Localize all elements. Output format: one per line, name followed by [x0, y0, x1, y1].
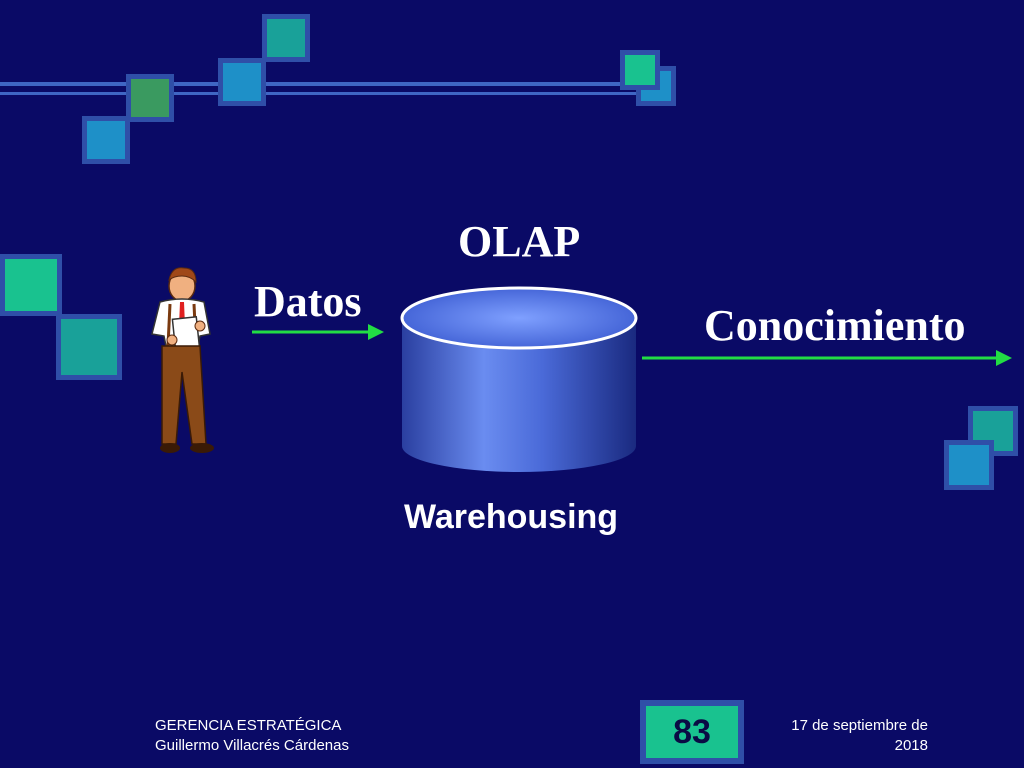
warehousing-label: Warehousing [404, 498, 619, 536]
decor-line-top [0, 82, 660, 86]
datos-arrow-icon [252, 324, 384, 340]
footer-author: Guillermo Villacrés Cárdenas [155, 737, 349, 754]
decor-square [126, 74, 174, 122]
person-figure-icon [151, 267, 214, 453]
page-number-box: 83 [640, 700, 744, 764]
decor-square [0, 254, 62, 316]
page-number: 83 [673, 712, 711, 751]
warehouse-cylinder-icon [400, 286, 638, 472]
footer-date-line2: 2018 [894, 737, 928, 754]
datos-label: Datos [254, 277, 362, 326]
decor-square [218, 58, 266, 106]
conocimiento-arrow-icon [642, 350, 1012, 366]
decor-line-top-2 [0, 92, 660, 95]
olap-label: OLAP [458, 217, 581, 266]
decor-square [262, 14, 310, 62]
conocimiento-label: Conocimiento [704, 301, 966, 350]
footer-course: GERENCIA ESTRATÉGICA [155, 717, 342, 734]
decor-square [56, 314, 122, 380]
decor-square [944, 440, 994, 490]
footer-date-line1: 17 de septiembre de [791, 717, 928, 734]
decor-square [620, 50, 660, 90]
decor-square [82, 116, 130, 164]
